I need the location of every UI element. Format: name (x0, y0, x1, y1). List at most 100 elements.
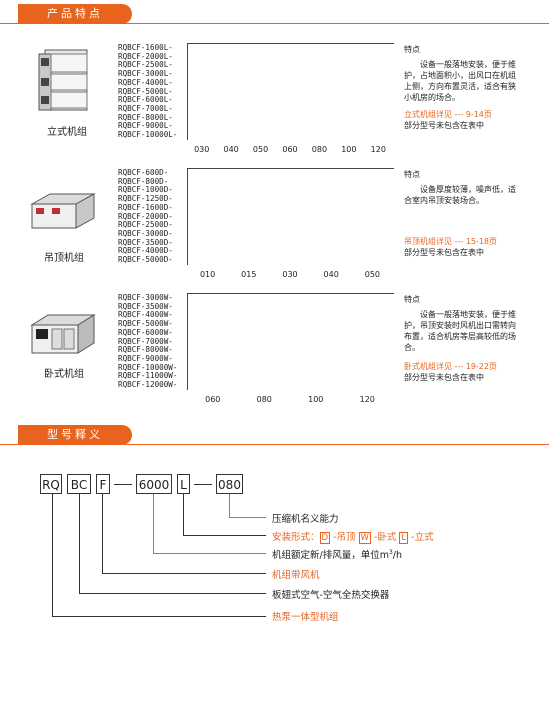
selection-grid (187, 168, 394, 265)
grid-cell (188, 537, 240, 546)
capacity-label: 120 (359, 394, 375, 404)
grid-cell (188, 320, 240, 329)
leader-line (102, 573, 266, 574)
feature-heading: 特点 (404, 45, 420, 54)
leader-line (52, 494, 53, 616)
capacity-label: 015 (241, 269, 257, 279)
grid-cell (188, 494, 240, 503)
capacity-label: 080 (311, 144, 328, 154)
grid-cell (188, 442, 240, 451)
page-reference: 卧式机组详见 --- 19-22页 (404, 362, 497, 371)
code-dash (194, 484, 212, 485)
model-name: RQBCF-7000W- (118, 336, 173, 346)
model-list: RQBCF-600D-RQBCF-800D-RQBCF-1000D- RQBCF-… (118, 168, 173, 265)
grid-cell (188, 624, 240, 633)
grid-cell (188, 337, 240, 346)
model-name: RQBCF-5000L- (118, 86, 173, 96)
grid-cell (188, 212, 229, 221)
grid-cell (188, 79, 217, 88)
model-name: RQBCF-800D- (118, 176, 169, 186)
capacity-label: 120 (370, 144, 386, 154)
grid-cell (188, 221, 229, 230)
grid-cell (188, 256, 229, 265)
page-reference: 立式机组详见 --- 9-14页 (404, 110, 492, 119)
model-name: RQBCF-9000W- (118, 353, 173, 363)
grid-cell (188, 633, 240, 642)
note: 部分型号未包含在表中 (404, 248, 484, 257)
section-title: 型号释义 (47, 428, 103, 441)
grid-cell (188, 668, 240, 677)
leader-line (79, 593, 266, 594)
model-name: RQBCF-1000D- (118, 185, 173, 195)
grid-cell (188, 195, 229, 204)
grid-cell (188, 53, 217, 62)
grid-cell (188, 311, 240, 320)
grid-cell (188, 61, 217, 70)
capacity-label: 010 (199, 269, 216, 279)
leader-line (153, 553, 266, 554)
model-name: RQBCF-3500W- (118, 301, 173, 311)
page-reference: 吊顶机组详见 --- 15-18页 (404, 237, 497, 246)
note: 部分型号未包含在表中 (404, 373, 484, 382)
grid-cell (188, 157, 217, 166)
feature-text: 特点 设备厚度较薄，噪声低，适合室内吊顶安装场合。 吊顶机组详见 --- 15-… (404, 169, 522, 258)
leader-line (229, 494, 230, 517)
grid-cell (188, 96, 217, 105)
unit-label: 卧式机组 (44, 369, 84, 380)
grid-cell (188, 282, 229, 291)
capacity-label: 050 (364, 269, 381, 279)
grid-cell (188, 204, 229, 213)
model-name: RQBCF-3000W- (118, 293, 173, 302)
grid-cell (188, 642, 240, 651)
grid-cell (188, 407, 240, 416)
feature-desc: 设备一般落地安装，便于维护，吊顶安装时风机出口需转向布置，适合机房等层高较低的场… (404, 310, 516, 352)
explain-airflow: 机组额定新/排风量，单位m3/h (272, 548, 403, 561)
capacity-label: 030 (282, 269, 298, 279)
grid-cell (188, 329, 240, 338)
horizontal-unit-image (30, 314, 96, 354)
grid-cell (188, 696, 217, 705)
grid-cell (188, 381, 240, 390)
unit-label: 立式机组 (47, 127, 87, 138)
grid-cell (188, 364, 240, 373)
model-name: RQBCF-2000D- (118, 211, 173, 221)
model-name: RQBCF-10000W- (118, 362, 178, 372)
capacity-label: 060 (282, 144, 298, 154)
grid-cell (188, 44, 217, 53)
grid-cell (188, 416, 240, 425)
grid-cell (188, 87, 217, 96)
model-name: RQBCF-3000L- (118, 69, 173, 79)
code-part-install: L (177, 474, 190, 494)
feature-desc: 设备厚度较薄，噪声低，适合室内吊顶安装场合。 (404, 185, 516, 205)
grid-cell (188, 650, 240, 659)
model-name: RQBCF-2000L- (118, 51, 173, 61)
grid-cell (188, 503, 240, 512)
feature-heading: 特点 (404, 170, 420, 179)
feature-text: 特点 设备一般落地安装，便于维护，吊顶安装时风机出口需转向布置，适合机房等层高较… (404, 294, 522, 383)
model-name: RQBCF-5000D- (118, 255, 173, 265)
grid-cell (188, 607, 240, 616)
capacity-label: 100 (308, 394, 324, 404)
grid-cell (188, 122, 217, 131)
grid-cell (188, 450, 240, 459)
grid-cell (188, 372, 240, 381)
explain-capacity: 压缩机名义能力 (272, 514, 339, 525)
grid-cell (188, 355, 240, 364)
grid-cell (188, 598, 240, 607)
selection-grid (187, 293, 394, 390)
model-name: RQBCF-3500D- (118, 237, 173, 247)
model-name: RQBCF-600D- (118, 168, 169, 177)
note: 部分型号未包含在表中 (404, 121, 484, 130)
model-name: RQBCF-12000W- (118, 380, 178, 390)
capacity-label: 080 (256, 394, 272, 404)
model-name: RQBCF-8000W- (118, 345, 173, 355)
model-name: RQBCF-9000L- (118, 121, 173, 131)
grid-cell (188, 178, 229, 187)
grid-cell (188, 169, 229, 178)
grid-cell (188, 230, 229, 239)
model-name: RQBCF-5000W- (118, 319, 173, 329)
grid-cell (188, 131, 217, 140)
model-name: RQBCF-8000L- (118, 112, 173, 122)
leader-line (52, 616, 266, 617)
feature-heading: 特点 (404, 295, 420, 304)
